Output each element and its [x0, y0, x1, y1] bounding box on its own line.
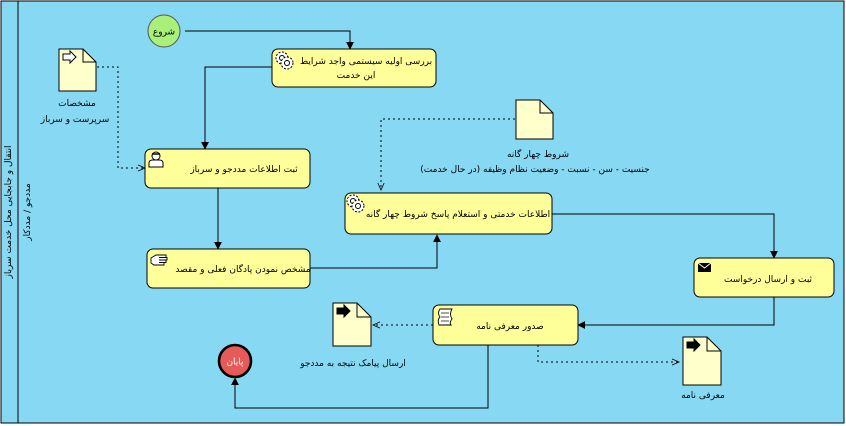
task-label: بررسی اولیه سیستمی واجد شرایط — [300, 57, 432, 67]
start-event[interactable]: شروع — [147, 14, 181, 48]
task-specify-garrison[interactable]: مشخص نمودن پادگان فعلی و مقصد — [146, 248, 311, 289]
end-event[interactable]: پایان — [217, 343, 253, 379]
flow-t6-to-end[interactable] — [231, 345, 489, 409]
task-label: ثبت و ارسال درخواست — [724, 275, 813, 285]
service-gear-icon — [346, 194, 365, 213]
data-object-label: جنسیت - سن - نسبت - وضعیت نظام وظیفه (در… — [420, 165, 649, 175]
task-label: ثبت اطلاعات مددجو و سرباز — [189, 165, 298, 175]
task-label: اطلاعات خدمتی و استعلام پاسخ شروط چهار گ… — [366, 208, 550, 220]
task-register-info[interactable]: ثبت اطلاعات مددجو و سرباز — [144, 148, 311, 189]
flow-t1-to-t2[interactable] — [201, 66, 272, 150]
assoc-d1-to-t2[interactable] — [97, 66, 145, 168]
data-object-four-conditions[interactable]: شروط چهار گانه جنسیت - سن - نسبت - وضعیت… — [420, 99, 650, 175]
start-event-label: شروع — [153, 28, 175, 38]
flow-t3-to-t4[interactable] — [310, 234, 441, 269]
assoc-d2-to-t4[interactable] — [381, 118, 515, 190]
task-label: این خدمت — [337, 71, 376, 81]
data-object-label: سرپرست و سرباز — [40, 115, 110, 125]
service-gear-icon — [275, 51, 294, 70]
data-object-label: معرفی نامه — [681, 391, 725, 401]
manual-hand-icon — [150, 254, 168, 266]
data-object-supervisor-soldier[interactable]: مشخصات سرپرست و سرباز — [40, 48, 110, 125]
flow-t5-to-t6[interactable] — [577, 297, 775, 329]
task-label: صدور معرفی نامه — [476, 322, 544, 332]
data-object-sms-result[interactable]: ارسال پیامک نتیجه به مددجو — [299, 302, 406, 369]
data-object-label: ارسال پیامک نتیجه به مددجو — [299, 359, 406, 369]
pool-label: انتقال و جابجایی محل خدمت سرباز — [4, 145, 14, 279]
data-object-introduction-letter[interactable]: معرفی نامه — [681, 336, 725, 401]
lane-label: مددجو / مددکار — [23, 183, 33, 242]
task-inquiry-conditions[interactable]: اطلاعات خدمتی و استعلام پاسخ شروط چهار گ… — [344, 192, 553, 235]
data-object-label: شروط چهار گانه — [507, 148, 569, 160]
data-object-label: مشخصات — [58, 99, 96, 109]
end-event-label: پایان — [226, 358, 244, 368]
task-label: مشخص نمودن پادگان فعلی و مقصد — [175, 263, 310, 275]
input-arrow-icon — [62, 49, 77, 65]
user-icon — [148, 151, 164, 168]
output-arrow-icon — [686, 337, 701, 353]
envelope-icon — [697, 262, 712, 272]
task-issue-letter[interactable]: صدور معرفی نامه — [432, 304, 579, 346]
output-arrow-icon — [336, 303, 351, 319]
task-system-check[interactable]: بررسی اولیه سیستمی واجد شرایط این خدمت — [271, 48, 437, 88]
task-submit-request[interactable]: ثبت و ارسال درخواست — [693, 257, 835, 298]
flow-t4-to-t5[interactable] — [552, 213, 778, 259]
assoc-t6-to-d4[interactable] — [537, 345, 679, 362]
script-icon — [437, 308, 453, 326]
flow-start-to-t1[interactable] — [185, 30, 354, 50]
